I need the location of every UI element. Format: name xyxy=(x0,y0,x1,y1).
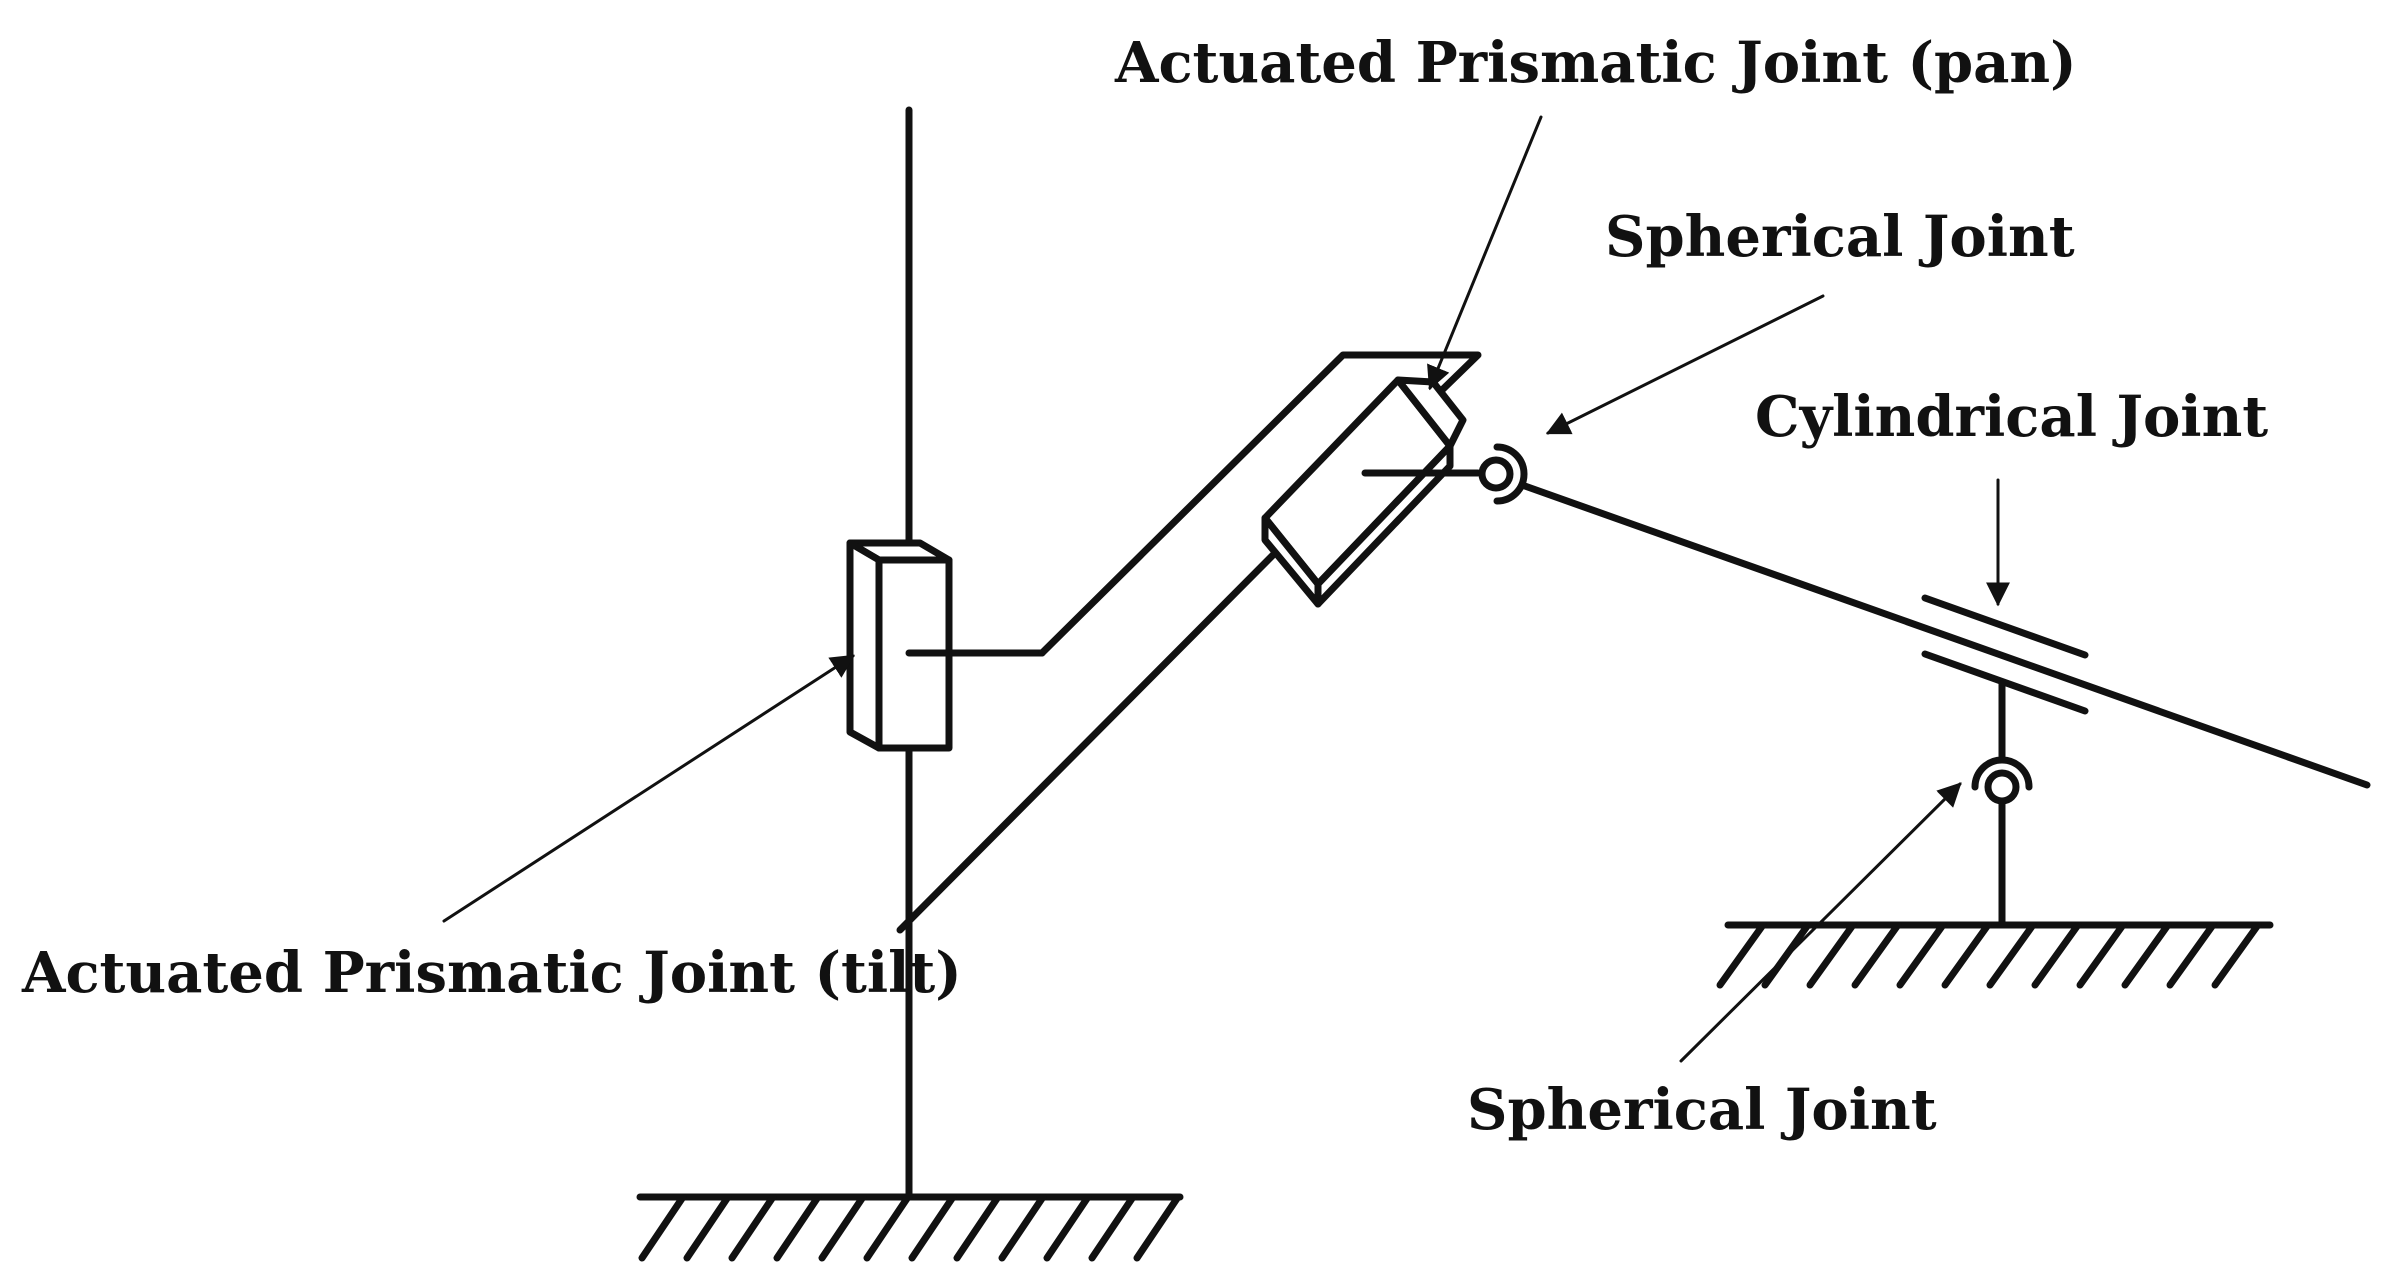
label-spherical-bottom: Spherical Joint xyxy=(1467,1077,1937,1143)
long-rod xyxy=(1518,481,2371,789)
label-spherical-top: Spherical Joint xyxy=(1605,204,2075,270)
label-prismatic-tilt: Actuated Prismatic Joint (tilt) xyxy=(21,940,962,1006)
arrow-spherical-bottom xyxy=(1679,782,1962,1063)
upper-link xyxy=(1038,351,1482,657)
leader-arrows xyxy=(442,115,2010,1063)
arrow-prismatic-pan xyxy=(1427,115,1543,391)
pan-prismatic-joint xyxy=(1261,376,1482,608)
cylindrical-joint xyxy=(1921,594,2089,762)
right-ground xyxy=(1716,921,2274,989)
spherical-joint-top xyxy=(1478,443,1528,505)
tilt-prismatic-joint xyxy=(846,539,1046,752)
arrow-prismatic-tilt xyxy=(442,654,856,923)
label-prismatic-pan: Actuated Prismatic Joint (pan) xyxy=(1114,30,2077,96)
left-ground xyxy=(636,1193,1184,1262)
spherical-joint-bottom xyxy=(1971,756,2033,929)
label-cylindrical: Cylindrical Joint xyxy=(1755,384,2268,450)
diagonal-strut xyxy=(896,549,1279,934)
arrow-spherical-top xyxy=(1545,294,1825,435)
